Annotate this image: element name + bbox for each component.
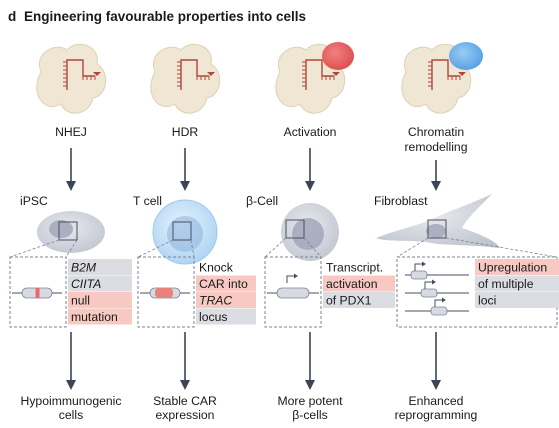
label-highlight — [323, 275, 395, 292]
annotation-label: of multiple — [478, 277, 534, 291]
outcome-label: More potent — [277, 394, 343, 408]
nucleus-icon — [292, 218, 324, 250]
column-chromatin: ChromatinremodellingFibroblastUpregulati… — [374, 42, 559, 422]
cell-type-label: β-Cell — [246, 194, 278, 208]
gene-icon — [420, 288, 438, 298]
guide-rna-icon — [428, 59, 466, 90]
outcome-label: cells — [59, 408, 83, 422]
nucleus-icon — [49, 220, 73, 238]
guide-rna-icon — [302, 59, 340, 90]
label-highlight — [68, 292, 132, 308]
annotation-label: CAR into — [199, 277, 248, 291]
promoter-arrow-icon — [414, 263, 423, 271]
gene-icon — [276, 287, 310, 299]
method-label: remodelling — [404, 140, 467, 154]
zoom-square-icon — [285, 219, 305, 239]
label-highlight — [475, 259, 559, 275]
chromatin-remodeller-icon — [449, 42, 483, 70]
annotation-label: of PDX1 — [326, 294, 372, 308]
outcome-label: Hypoimmunogenic — [21, 394, 122, 408]
outcome-label: Enhanced — [409, 394, 464, 408]
zoom-box — [137, 256, 195, 328]
zoom-square-icon — [58, 221, 78, 241]
annotation-label: mutation — [71, 310, 118, 324]
panel-letter: d — [8, 9, 16, 24]
annotation-label: Transcript. — [326, 261, 383, 275]
annotation-label: CIITA — [71, 277, 101, 291]
transcription-activator-icon — [322, 42, 354, 70]
method-label: HDR — [172, 125, 199, 139]
label-highlight — [196, 275, 256, 292]
promoter-arrow-icon — [424, 281, 433, 289]
annotation-label: Knock — [199, 261, 234, 275]
nucleus-icon — [426, 224, 446, 238]
gene-icon — [430, 306, 448, 316]
mutation-icon — [35, 288, 40, 298]
label-highlight — [196, 292, 256, 308]
annotation-label: null — [71, 294, 90, 308]
outcome-label: expression — [156, 408, 215, 422]
cas-protein-icon — [36, 43, 107, 114]
gene-icon — [410, 270, 428, 280]
outcome-label: β-cells — [292, 408, 327, 422]
label-highlight — [68, 259, 132, 275]
label-highlight — [68, 308, 132, 325]
cas-protein-icon — [150, 43, 221, 114]
label-highlight — [475, 292, 559, 308]
label-highlight — [68, 275, 132, 292]
annotation-label: TRAC — [199, 294, 232, 308]
label-highlight — [475, 275, 559, 292]
cell-type-label: iPSC — [20, 194, 48, 208]
car-insert-icon — [155, 288, 173, 298]
guide-rna-icon — [63, 59, 101, 90]
fibroblast-cell-icon — [376, 194, 500, 248]
columns: NHEJ iPSC B2M CIITA null mutationHypoimmunoge… — [9, 42, 559, 422]
promoter-arrow-icon — [434, 299, 443, 307]
zoom-box — [264, 256, 322, 328]
cell-type-label: Fibroblast — [374, 194, 428, 208]
outcome-label: reprogramming — [395, 408, 478, 422]
annotation-label: activation — [326, 277, 378, 291]
method-label: Chromatin — [408, 125, 464, 139]
label-highlight — [196, 308, 256, 325]
label-highlight — [323, 292, 395, 308]
zoom-box — [9, 256, 67, 328]
zoom-square-icon — [427, 219, 447, 239]
annotation-label: loci — [478, 294, 496, 308]
promoter-arrow-icon — [286, 275, 295, 283]
method-label: Activation — [284, 125, 337, 139]
annotation-label: B2M — [71, 261, 97, 275]
cell-type-label: T cell — [133, 194, 162, 208]
panel-title: Engineering favourable properties into c… — [24, 9, 306, 24]
method-label: NHEJ — [55, 125, 87, 139]
column-nhej: NHEJ iPSC B2M CIITA null mutationHypoimmunoge… — [9, 43, 132, 422]
nucleus-icon — [167, 216, 203, 252]
outcome-label: Stable CAR — [153, 394, 217, 408]
annotation-label: Upregulation — [478, 261, 547, 275]
annotation-label: locus — [199, 310, 227, 324]
zoom-square-icon — [172, 221, 192, 241]
guide-rna-icon — [177, 59, 215, 90]
